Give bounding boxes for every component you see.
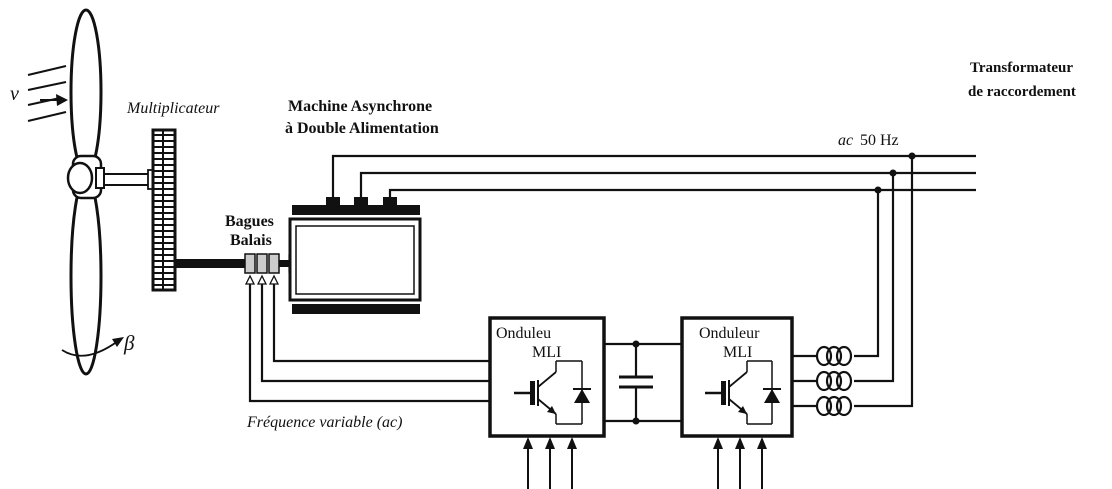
grid-ac-label: ac: [838, 132, 854, 149]
stator-wiring: [331, 154, 976, 197]
gearbox-icon: [151, 128, 177, 292]
transformer-label-line2: de raccordement: [968, 84, 1076, 100]
capacitor-icon: [604, 340, 682, 425]
pitch-arrow-icon: [61, 337, 124, 357]
rings-label-line2: Balais: [230, 232, 272, 249]
inverter-1: [488, 316, 606, 438]
slip-rings-icon: [244, 253, 294, 285]
inverter-2-label-line1: Onduleur: [699, 325, 760, 342]
rings-label-line1: Bagues: [225, 213, 274, 230]
grid-side-wiring: [854, 152, 916, 408]
inductor-coil-icon: [815, 345, 853, 417]
machine-label-line1: Machine Asynchrone: [288, 98, 433, 115]
inverter-2-label-line2: MLI: [723, 344, 753, 361]
inverter-1-label-line2: MLI: [532, 344, 562, 361]
transformer-label-line1: Transformateur: [970, 60, 1074, 76]
grid-frequency-label: 50 Hz: [860, 132, 899, 149]
wind-speed-label: v: [10, 83, 19, 105]
gearbox-label: Multiplicateur: [127, 100, 220, 117]
machine-label-line2: à Double Alimentation: [285, 120, 439, 137]
frequency-variable-label: Fréquence variable (ac): [247, 414, 403, 431]
inverter-1-label-line1: Onduleu: [496, 325, 552, 342]
igbt-diode-icon: [705, 360, 781, 425]
wind-arrows-icon: [27, 65, 68, 122]
igbt-diode-icon: [514, 360, 591, 425]
inverter-2-output-wiring: [792, 354, 818, 408]
rotor-wiring: [248, 284, 492, 403]
inverter-2: [680, 316, 794, 438]
induction-machine-icon: [288, 197, 422, 314]
pitch-angle-label: β: [124, 331, 135, 355]
low-speed-shaft: [103, 169, 155, 190]
high-speed-shaft: [175, 259, 247, 268]
wind-turbine-rotor-icon: [66, 8, 105, 376]
control-arrows-icon: [523, 437, 767, 489]
